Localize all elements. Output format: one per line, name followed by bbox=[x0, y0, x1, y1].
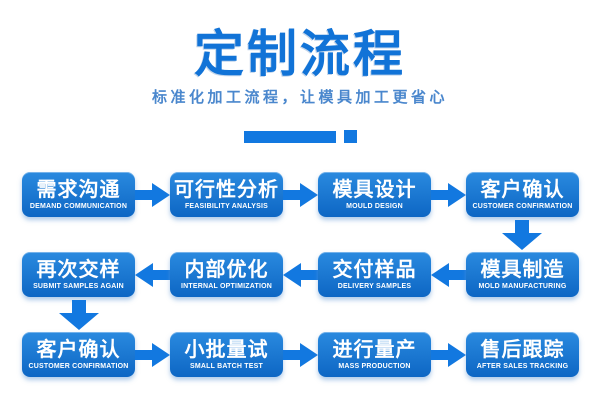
arrow-right-icon bbox=[135, 180, 170, 210]
step-after-sales-tracking: 售后跟踪 AFTER SALES TRACKING bbox=[466, 332, 579, 377]
step-mass-production: 进行量产 MASS PRODUCTION bbox=[318, 332, 431, 377]
step-sublabel: MOLD MANUFACTURING bbox=[478, 282, 567, 290]
flow-row-1: 需求沟通 DEMAND COMMUNICATION 可行性分析 FEASIBIL… bbox=[22, 172, 579, 217]
step-label: 售后跟踪 bbox=[480, 338, 565, 361]
arrow-down-icon bbox=[59, 300, 99, 335]
step-demand-communication: 需求沟通 DEMAND COMMUNICATION bbox=[22, 172, 135, 217]
step-customer-confirmation-1: 客户确认 CUSTOMER CONFIRMATION bbox=[466, 172, 579, 217]
step-sublabel: MASS PRODUCTION bbox=[338, 362, 411, 370]
arrow-left-icon bbox=[283, 260, 318, 290]
step-submit-samples-again: 再次交样 SUBMIT SAMPLES AGAIN bbox=[22, 252, 135, 297]
step-label: 内部优化 bbox=[184, 258, 269, 281]
divider-dot bbox=[343, 130, 357, 143]
arrow-right-icon bbox=[283, 340, 318, 370]
step-sublabel: AFTER SALES TRACKING bbox=[476, 362, 569, 370]
arrow-right-icon bbox=[431, 340, 466, 370]
step-mould-design: 模具设计 MOULD DESIGN bbox=[318, 172, 431, 217]
step-sublabel: DEMAND COMMUNICATION bbox=[29, 202, 128, 210]
arrow-right-icon bbox=[135, 340, 170, 370]
step-label: 小批量试 bbox=[184, 338, 269, 361]
step-internal-optimization: 内部优化 INTERNAL OPTIMIZATION bbox=[170, 252, 283, 297]
step-label: 客户确认 bbox=[480, 178, 565, 201]
flow-row-3: 客户确认 CUSTOMER CONFIRMATION 小批量试 SMALL BA… bbox=[22, 332, 579, 377]
step-label: 客户确认 bbox=[36, 338, 121, 361]
divider-bar bbox=[243, 130, 336, 143]
title-divider bbox=[0, 130, 600, 143]
step-sublabel: FEASIBILITY ANALYSIS bbox=[184, 202, 269, 210]
step-sublabel: MOULD DESIGN bbox=[346, 202, 403, 210]
step-sublabel: CUSTOMER CONFIRMATION bbox=[28, 362, 129, 370]
step-label: 需求沟通 bbox=[36, 178, 121, 201]
step-sublabel: SUBMIT SAMPLES AGAIN bbox=[33, 282, 124, 290]
flow-row-2: 再次交样 SUBMIT SAMPLES AGAIN 内部优化 INTERNAL … bbox=[22, 252, 579, 297]
step-sublabel: DELIVERY SAMPLES bbox=[337, 282, 412, 290]
step-mold-manufacturing: 模具制造 MOLD MANUFACTURING bbox=[466, 252, 579, 297]
arrow-left-icon bbox=[431, 260, 466, 290]
arrow-right-icon bbox=[283, 180, 318, 210]
arrow-left-icon bbox=[135, 260, 170, 290]
step-label: 模具制造 bbox=[480, 258, 565, 281]
step-feasibility-analysis: 可行性分析 FEASIBILITY ANALYSIS bbox=[170, 172, 283, 217]
step-label: 再次交样 bbox=[36, 258, 121, 281]
step-small-batch-test: 小批量试 SMALL BATCH TEST bbox=[170, 332, 283, 377]
step-sublabel: SMALL BATCH TEST bbox=[190, 362, 263, 370]
step-sublabel: INTERNAL OPTIMIZATION bbox=[180, 282, 273, 290]
step-label: 进行量产 bbox=[332, 338, 417, 361]
step-label: 交付样品 bbox=[332, 258, 417, 281]
arrow-right-icon bbox=[431, 180, 466, 210]
step-label: 模具设计 bbox=[332, 178, 417, 201]
step-customer-confirmation-2: 客户确认 CUSTOMER CONFIRMATION bbox=[22, 332, 135, 377]
step-delivery-samples: 交付样品 DELIVERY SAMPLES bbox=[318, 252, 431, 297]
step-label: 可行性分析 bbox=[174, 178, 279, 201]
arrow-down-icon bbox=[502, 220, 542, 255]
step-sublabel: CUSTOMER CONFIRMATION bbox=[472, 202, 573, 210]
page-title: 定制流程 bbox=[194, 26, 406, 82]
page-subtitle: 标准化加工流程，让模具加工更省心 bbox=[151, 89, 448, 106]
